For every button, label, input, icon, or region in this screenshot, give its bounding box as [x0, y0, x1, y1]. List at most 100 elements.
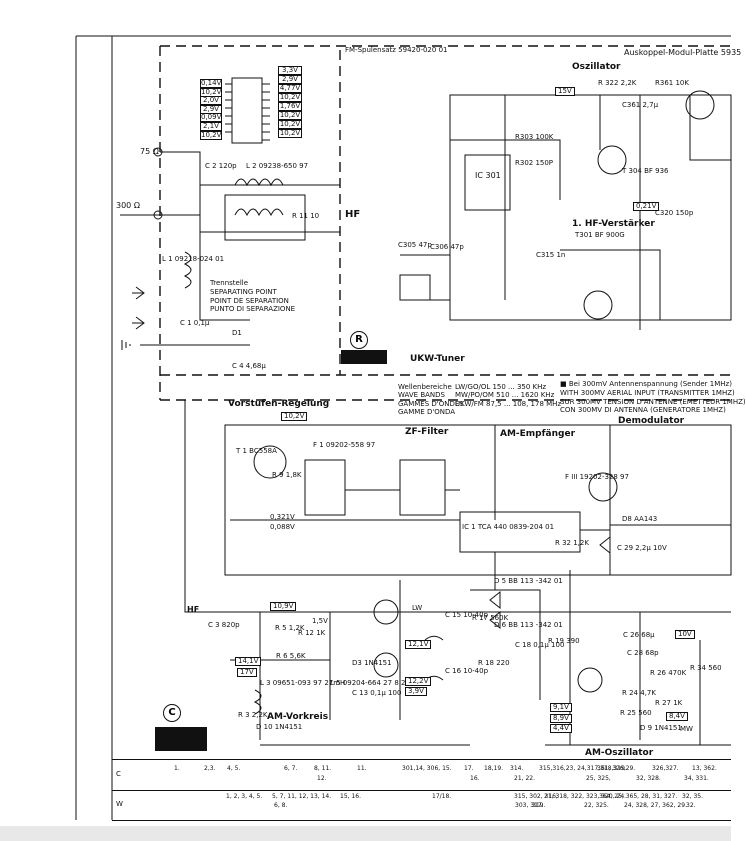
fc2-cell: 32, 328.	[636, 775, 661, 782]
fw2-cell: 319.	[532, 802, 546, 809]
comp-d3: D3 1N4151	[352, 659, 392, 667]
comp-r303: R303 100K	[515, 133, 554, 141]
fw2-cell: 6, 8.	[274, 802, 288, 809]
am-stamp	[155, 727, 207, 751]
trennstelle-fr: POINT DE SEPARATION	[210, 296, 289, 305]
hf-verstaerker-label: 1. HF-Verstärker	[572, 219, 655, 229]
comp-r26: R 26 470K	[650, 669, 687, 677]
trennstelle-it: PUNTO DI SEPARAZIONE	[210, 305, 296, 314]
volt-tag-7: 14,1V	[235, 657, 262, 666]
cross-reference-table: C W 1.2,3.4, 5.6, 7.8, 11.11.301,14, 306…	[112, 759, 731, 821]
fc2-cell: 34, 331.	[684, 775, 709, 782]
comp-t1: T 1 BC558A	[236, 447, 277, 455]
fw2-cell: 32.	[686, 802, 696, 809]
fc-cell: 6, 7.	[284, 765, 298, 772]
volt-tag-14: 10V	[675, 630, 695, 639]
ohm300-label: 300 Ω	[116, 201, 140, 210]
comp-r11: R 11 10	[292, 212, 320, 220]
trennstelle-en: SEPARATING POINT	[210, 287, 277, 296]
comp-r302: R302 150P	[515, 159, 554, 167]
comp-c15: C 15 10-40p	[445, 611, 489, 619]
comp-r24: R 24 4,7K	[622, 689, 656, 697]
vleft-item: 0,14V	[200, 79, 222, 88]
comp-ic1: IC 1 TCA 440 0839-204 01	[462, 523, 555, 531]
comp-l3: L 3 09651-093 97 27mH	[260, 679, 346, 687]
fc-cell: 326,327.	[652, 765, 679, 772]
comp-c16: C 16 10-40p	[445, 667, 489, 675]
comp-r34: R 34 560	[690, 664, 722, 672]
vleft-item: 10,2V	[200, 130, 222, 140]
comp-r5: R 5 1,2K	[275, 624, 305, 632]
comp-r18: R 18 220	[478, 659, 510, 667]
comp-c320: C320 150p	[655, 209, 694, 217]
comp-t301: T301 BF 900G	[575, 231, 625, 239]
fc-cell: 13, 362.	[692, 765, 717, 772]
note-line-1: ■ Bei 300mV Antennenspannung (Sender 1MH…	[560, 380, 732, 388]
comp-l5: L 5 09204-664 27 8,2mH	[330, 679, 418, 687]
wb-mw: MW/PO/OM 510 ... 1620 KHz	[455, 391, 555, 400]
ohm75-label: 75 Ω	[140, 147, 159, 156]
fc-cell: 301,14, 306, 15.	[402, 765, 452, 772]
demodulator-label: Demodulator	[618, 416, 685, 426]
am-empfaenger-label: AM-Empfänger	[500, 429, 576, 439]
comp-d10: D 10 1N4151	[256, 723, 303, 731]
comp-t304: T 304 BF 936	[622, 167, 669, 175]
comp-d5: D 5 BB 113 -342 01	[494, 577, 563, 585]
comp-r12: R 12 1K	[298, 629, 326, 637]
volt-tag-17: 17V	[237, 668, 257, 677]
vright-item: 2,9V	[278, 75, 302, 84]
fc-cell: 1.	[174, 765, 180, 772]
fc-cell: 17.	[464, 765, 474, 772]
comp-r361: R361 10K	[655, 79, 689, 87]
footer-c-label: C	[116, 770, 121, 778]
volt-tag-5: 1,5V	[312, 617, 328, 625]
marker-r: R	[350, 331, 368, 349]
volt-tag-9: 3,9V	[405, 687, 427, 696]
comp-r322: R 322 2,2K	[598, 79, 637, 87]
fw2-cell: 24, 328, 27, 362, 29.	[624, 802, 687, 809]
comp-l1: L 1 09218-024 01	[162, 255, 225, 263]
note-line-4: CON 300MV DI ANTENNA (GENERATORE 1MHZ)	[560, 406, 726, 415]
footer-row-c	[112, 760, 731, 791]
lw-label: LW	[412, 604, 423, 612]
vright-item: 4,77V	[278, 84, 302, 93]
fc-cell: 315,316,23, 24,317,318,319.	[539, 765, 627, 772]
wb-fr: GAMMES D'ONDES	[398, 399, 464, 408]
comp-c306: C306 47p	[430, 243, 464, 251]
volt-tag-4: 10,9V	[270, 602, 297, 611]
vright-item: 3,3V	[278, 66, 302, 75]
comp-r17: R 17 560K	[472, 614, 509, 622]
vright-item: 10,2V	[278, 93, 302, 102]
am-oszillator-label: AM-Oszillator	[585, 748, 654, 758]
comp-f3: F III 19202-328 97	[565, 473, 629, 481]
note-block: ■ Bei 300mV Antennenspannung (Sender 1MH…	[560, 380, 746, 415]
fw-cell: 17/18.	[432, 793, 452, 800]
comp-r9: R 9 1,8K	[272, 471, 302, 479]
fc-cell: 2,3.	[204, 765, 216, 772]
fw-cell: 364, 25, 365, 28, 31, 327.	[599, 793, 678, 800]
auskoppel-label: Auskoppel-Modul-Platte 5935	[624, 48, 742, 57]
hf2-label: HF	[187, 605, 200, 614]
mw-label: MW	[680, 725, 693, 733]
fc-cell: 314.	[510, 765, 524, 772]
fw-cell: 5, 7, 11, 12, 13, 14.	[272, 793, 332, 800]
comp-r6: R 6 5,6K	[276, 652, 306, 660]
fc-cell: 18,19.	[484, 765, 504, 772]
comp-c3: C 3 820p	[208, 621, 240, 629]
wb-lw: LW/GO/OL 150 ... 350 KHz	[455, 383, 547, 391]
volt-tag-13: 8,4V	[666, 712, 688, 721]
tuner-stamp	[341, 350, 387, 364]
comp-r19: R 19 390	[548, 637, 580, 645]
page-edge	[0, 826, 731, 841]
fc2-cell: 25, 325,	[586, 775, 611, 782]
volt-tag-11: 9,1V	[550, 703, 572, 712]
comp-c1: C 1 0,1µ	[180, 319, 210, 327]
fw-cell: 315, 302, 316,	[514, 793, 558, 800]
wb-it: GAMME D'ONDA	[398, 408, 456, 417]
comp-d6: D 6 BB 113 -342 01	[494, 621, 563, 629]
fc2-cell: 21, 22.	[514, 775, 535, 782]
volt-tag-8: 12,2V	[405, 677, 432, 686]
fm-unit-label: FM-Spulensatz 59420-020 01	[345, 46, 448, 54]
vright-item: 10,2V	[278, 129, 302, 138]
